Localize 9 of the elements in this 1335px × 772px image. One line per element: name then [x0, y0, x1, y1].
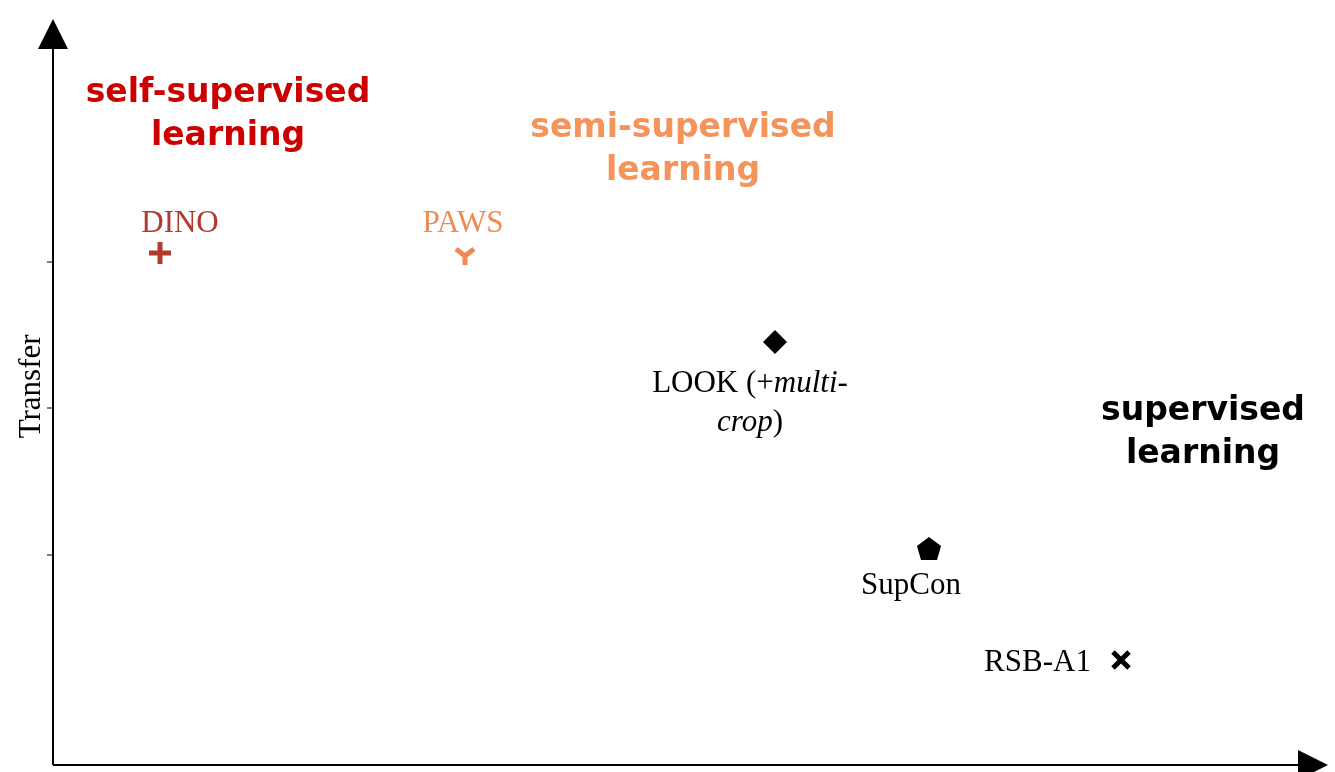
group-label: self-supervised learning: [84, 70, 372, 155]
method-label: RSB-A1: [983, 642, 1092, 680]
method-label: SupCon: [860, 565, 962, 603]
group-label: supervised learning: [1100, 388, 1306, 473]
group-label: semi-supervised learning: [529, 105, 837, 190]
axis-title: Transfer: [10, 333, 48, 441]
method-label: DINO: [140, 203, 220, 241]
method-label: LOOK (+multi-crop): [651, 363, 849, 440]
method-label: PAWS: [421, 203, 505, 241]
